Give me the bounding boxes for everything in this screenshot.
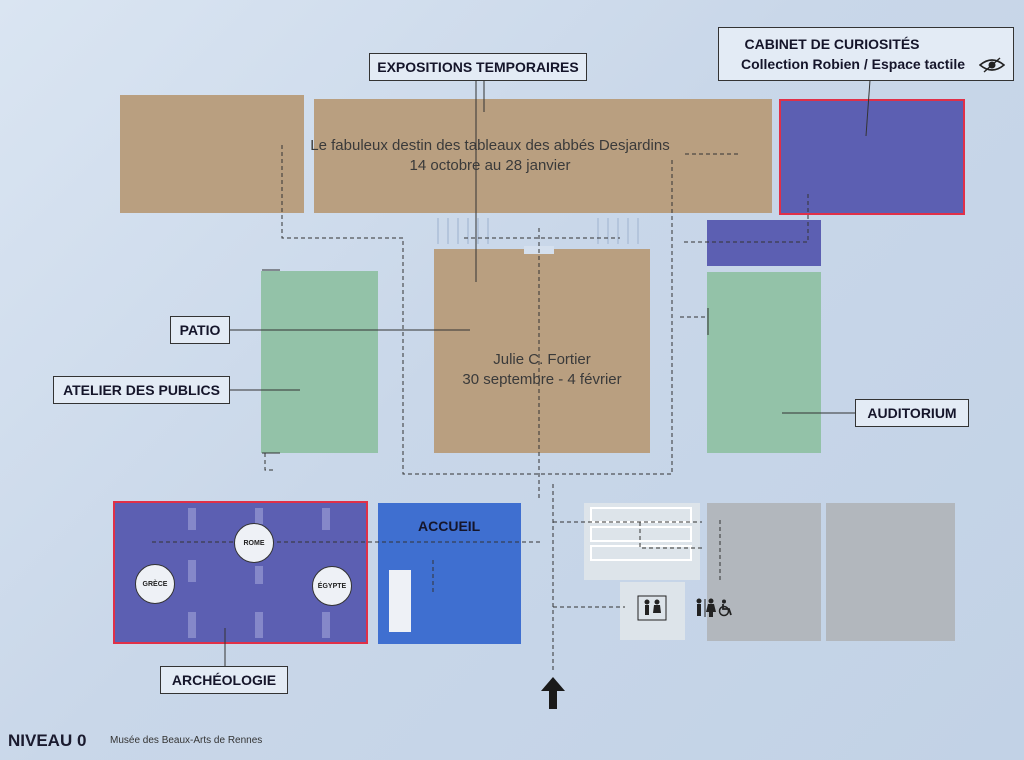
atelier-text: ATELIER DES PUBLICS: [63, 382, 220, 398]
cabinet-de-curiosites-room: [779, 99, 965, 215]
temp-exhibition-hall-right: [314, 99, 772, 213]
accessible-toilet-room: [620, 582, 685, 640]
atelier-label: ATELIER DES PUBLICS: [53, 376, 230, 404]
exhibition-fortier-dates: 30 septembre - 4 février: [462, 371, 622, 388]
services-room-1: [707, 503, 821, 641]
accessible-toilet-icon: [637, 595, 667, 621]
expositions-temporaires-label: EXPOSITIONS TEMPORAIRES: [369, 53, 587, 81]
accueil-desk: [389, 570, 411, 632]
exhibition-desjardins-dates: 14 octobre au 28 janvier: [409, 157, 571, 174]
temp-exhibition-hall-left: [120, 95, 304, 213]
patio-room: [434, 249, 650, 453]
level-title: NIVEAU 0: [8, 731, 87, 750]
cabinet-subtitle: Collection Robien / Espace tactile: [740, 56, 966, 72]
patio-label: PATIO: [170, 316, 230, 344]
expositions-temporaires-text: EXPOSITIONS TEMPORAIRES: [377, 59, 579, 75]
exhibition-fortier-title: Julie C. Fortier: [493, 351, 591, 368]
section-rome: ROME: [234, 523, 274, 563]
eye-icon: [979, 57, 1005, 73]
cabinet-title: CABINET DE CURIOSITÉS: [744, 36, 920, 52]
exhibition-desjardins-title: Le fabuleux destin des tableaux des abbé…: [310, 137, 670, 154]
cloakroom-racks: [590, 507, 692, 561]
exhibition-desjardins: Le fabuleux destin des tableaux des abbé…: [250, 136, 730, 176]
section-egypte: ÉGYPTE: [312, 566, 352, 606]
museum-name: Musée des Beaux-Arts de Rennes: [110, 735, 263, 746]
atelier-des-publics-room: [261, 271, 378, 453]
section-grece: GRÈCE: [135, 564, 175, 604]
wheelchair-icon: [718, 599, 732, 617]
cabinet-annex-room: [707, 220, 821, 266]
exhibition-fortier: Julie C. Fortier 30 septembre - 4 févrie…: [434, 350, 650, 390]
patio-text: PATIO: [179, 322, 221, 338]
entrance-arrow-icon: [541, 677, 565, 709]
services-room-2: [826, 503, 955, 641]
auditorium-room: [707, 272, 821, 453]
archeologie-label: ARCHÉOLOGIE: [160, 666, 288, 694]
archeologie-text: ARCHÉOLOGIE: [171, 672, 277, 688]
accueil-label: ACCUEIL: [418, 518, 481, 534]
cabinet-label: CABINET DE CURIOSITÉS Collection Robien …: [718, 27, 1014, 81]
auditorium-label: AUDITORIUM: [855, 399, 969, 427]
auditorium-text: AUDITORIUM: [867, 405, 957, 421]
toilets-icon: [696, 598, 716, 617]
